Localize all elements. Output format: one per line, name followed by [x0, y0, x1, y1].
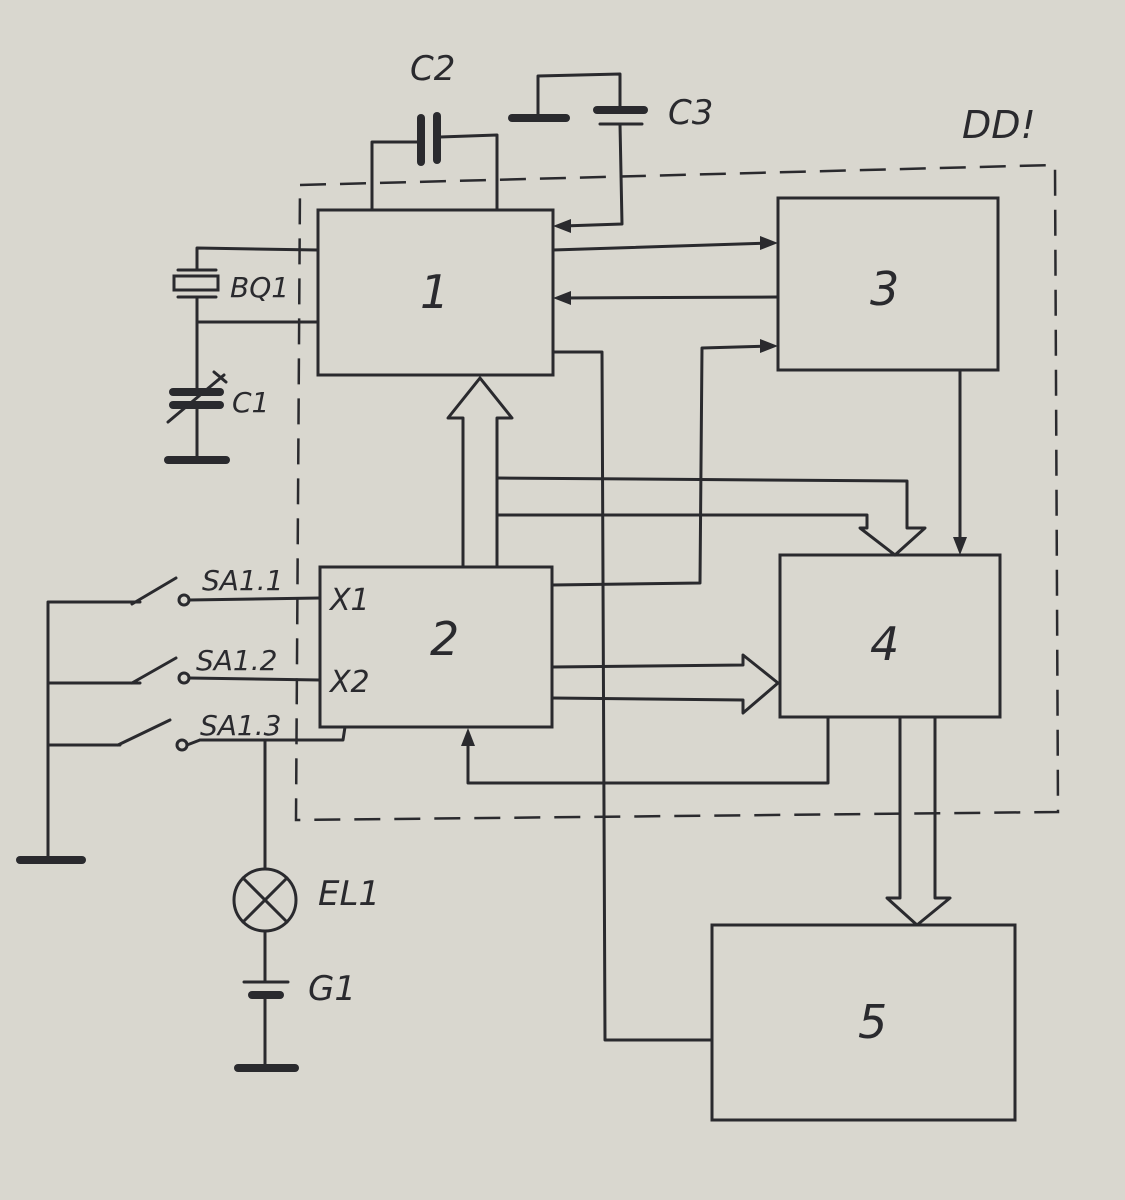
- switch-group-sa1: SA1.1 SA1.2 SA1.3: [16, 564, 322, 864]
- capacitor-c3: C3: [508, 72, 713, 233]
- chip-label: DD!: [962, 103, 1036, 147]
- block-5: 5: [710, 923, 1017, 1122]
- lamp-el1: EL1: [232, 738, 380, 933]
- pin-x1-label: X1: [328, 583, 370, 618]
- chip-boundary: [294, 163, 1060, 822]
- sa12-label: SA1.2: [196, 644, 277, 677]
- block-3: 3: [776, 196, 1000, 372]
- wiring: [198, 236, 967, 1042]
- capacitor-c1: C1: [164, 320, 269, 464]
- c1-label: C1: [232, 386, 269, 419]
- bq1-label: BQ1: [230, 271, 289, 304]
- block-3-label: 3: [870, 262, 899, 316]
- block-1-label: 1: [420, 265, 449, 319]
- c2-label: C2: [410, 49, 455, 89]
- capacitor-c2: C2: [370, 49, 499, 212]
- sa11-label: SA1.1: [202, 564, 283, 597]
- block-1: 1: [316, 208, 555, 377]
- el1-label: EL1: [318, 874, 380, 914]
- block-2: 2 X1 X2: [318, 565, 554, 729]
- block-4: 4: [778, 553, 1002, 719]
- block-2-label: 2: [430, 612, 459, 666]
- pin-x2-label: X2: [328, 665, 370, 700]
- block-4-label: 4: [870, 617, 899, 671]
- quartz-bq1: BQ1: [172, 246, 320, 324]
- block-5-label: 5: [858, 995, 887, 1049]
- sa13-label: SA1.3: [200, 709, 281, 742]
- cell-g1: G1: [234, 929, 356, 1072]
- g1-label: G1: [308, 969, 356, 1009]
- c3-label: C3: [668, 93, 713, 133]
